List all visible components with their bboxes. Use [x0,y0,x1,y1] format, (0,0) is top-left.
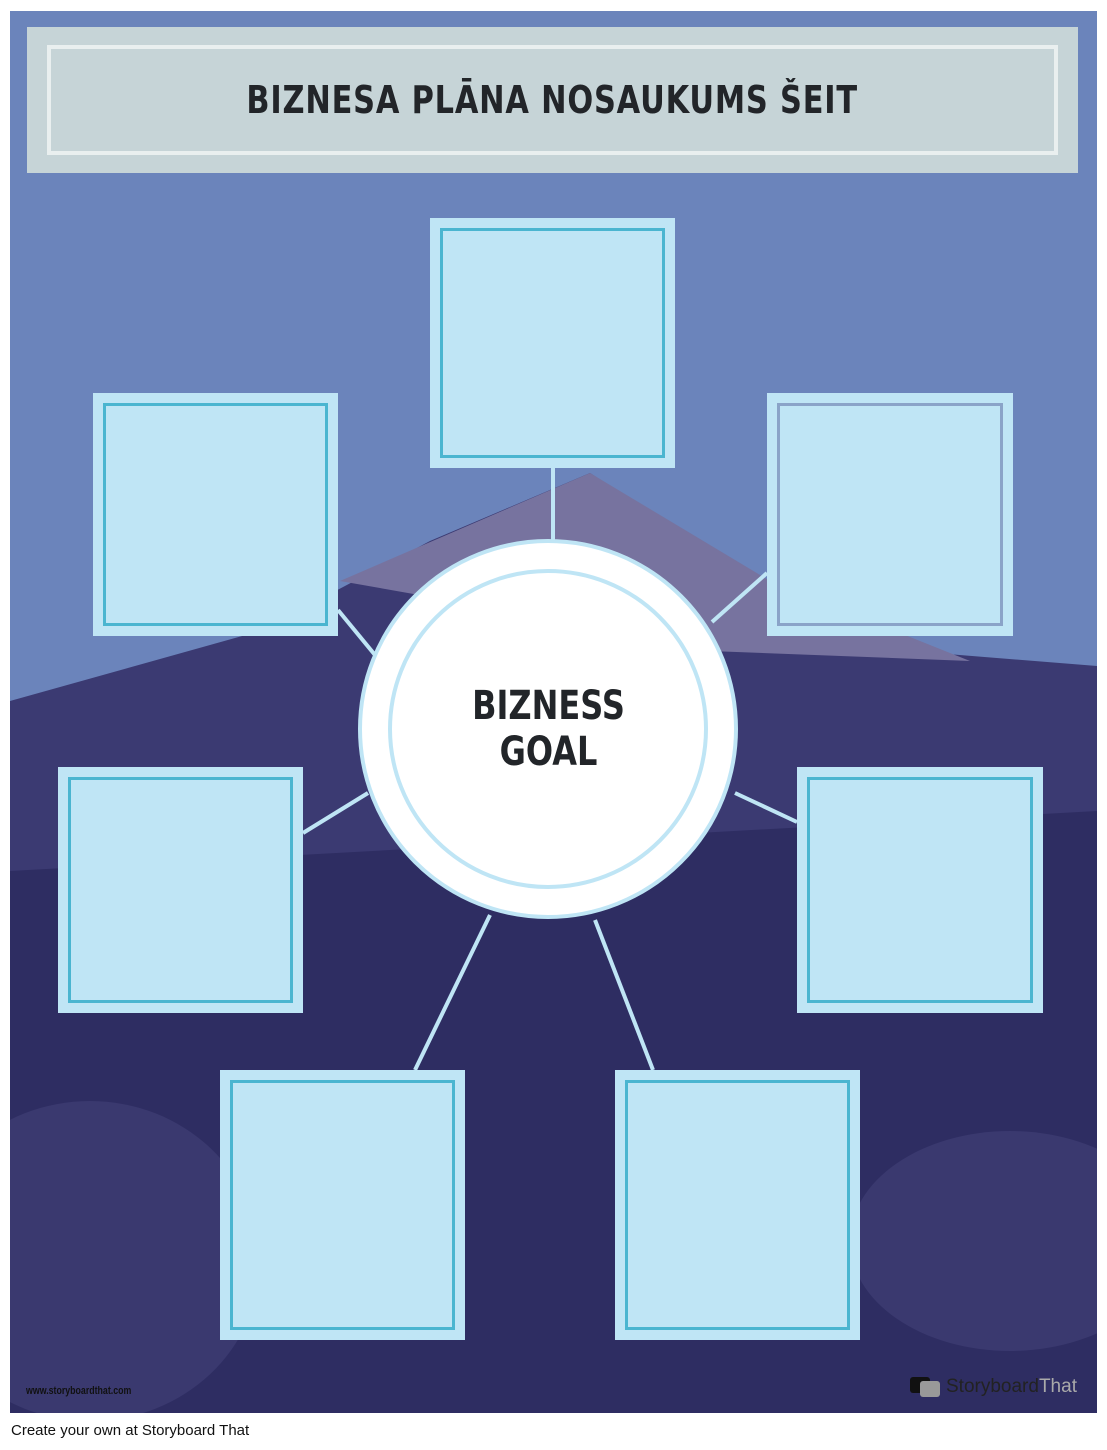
logo-that: That [1038,1376,1077,1397]
idea-box-upper-left[interactable] [93,393,338,636]
storyboardthat-logo: StoryboardThat [910,1375,1077,1399]
speech-bubble-icon [910,1377,940,1397]
logo-storyboard: Storyboard [946,1376,1039,1397]
watermark-url: www.storyboardthat.com [26,1385,132,1397]
footer-link[interactable]: Create your own at Storyboard That [11,1422,250,1439]
idea-box-lower-left[interactable] [58,767,303,1013]
title-banner: BIZNESA PLĀNA NOSAUKUMS ŠEIT [27,27,1078,173]
poster: BIZNESA PLĀNA NOSAUKUMS ŠEIT BIZNESS GOA… [10,11,1097,1413]
idea-box-upper-right[interactable] [767,393,1013,636]
idea-box-top[interactable] [430,218,675,468]
idea-box-bottom-right[interactable] [615,1070,860,1340]
idea-box-lower-right[interactable] [797,767,1043,1013]
goal-line-2: GOAL [499,729,597,775]
central-goal-circle[interactable]: BIZNESS GOAL [358,539,738,919]
page-title: BIZNESA PLĀNA NOSAUKUMS ŠEIT [246,78,859,122]
goal-line-1: BIZNESS [471,683,625,729]
idea-box-bottom-left[interactable] [220,1070,465,1340]
